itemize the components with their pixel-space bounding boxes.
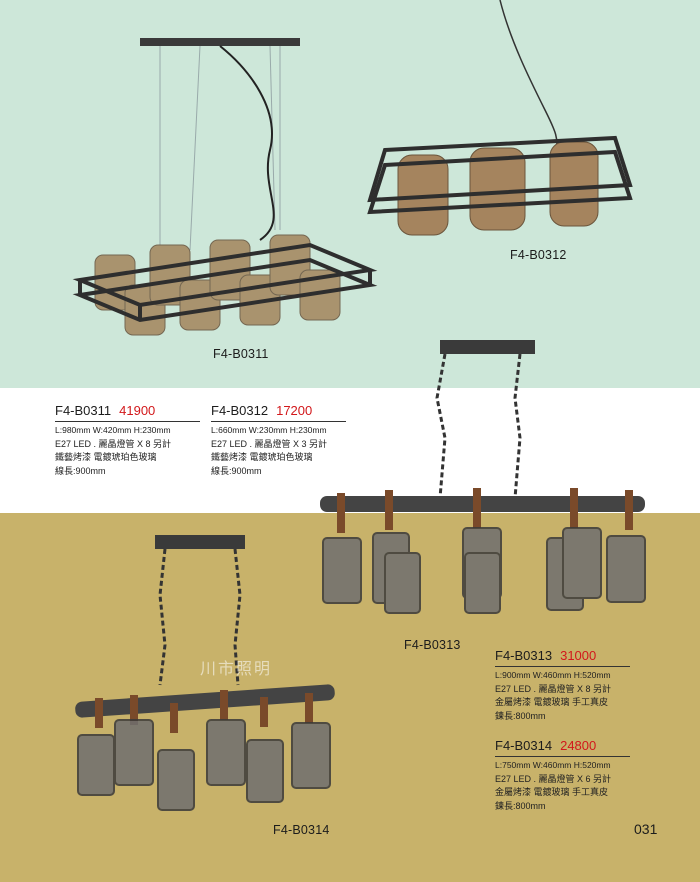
product-spec-line: 線長:900mm: [211, 465, 262, 476]
spec-block-b0314: F4-B0314 24800 L:750mm W:460mm H:520mm E…: [495, 738, 630, 813]
product-spec-line: E27 LED . 麗晶燈管 X 8 另計: [495, 683, 612, 694]
product-price: 17200: [276, 403, 313, 418]
spec-block-b0313: F4-B0313 31000 L:900mm W:460mm H:520mm E…: [495, 648, 630, 723]
image-label-b0313: F4-B0313: [404, 638, 461, 652]
product-spec-line: 鍊長:800mm: [495, 710, 546, 721]
product-price: 24800: [560, 738, 597, 753]
page-number: 031: [634, 821, 658, 837]
image-label-b0311: F4-B0311: [213, 347, 269, 361]
product-spec-line: E27 LED . 麗晶燈管 X 3 另計: [211, 438, 328, 449]
image-label-b0314: F4-B0314: [273, 823, 330, 837]
product-spec-line: 鍊長:800mm: [495, 800, 546, 811]
product-image-b0313: [320, 340, 646, 614]
middle-background-band: [0, 388, 700, 513]
product-code: F4-B0312: [211, 403, 269, 418]
product-dimensions: L:980mm W:420mm H:230mm: [55, 425, 171, 435]
product-spec-line: E27 LED . 麗晶燈管 X 6 另計: [495, 773, 612, 784]
product-spec-line: 金屬烤漆 電鍍玻璃 手工真皮: [495, 787, 609, 797]
product-dimensions: L:660mm W:230mm H:230mm: [211, 425, 327, 435]
product-image-b0311: [72, 38, 378, 336]
product-spec-line: E27 LED . 麗晶燈管 X 8 另計: [55, 438, 172, 449]
product-code: F4-B0311: [55, 403, 112, 418]
product-spec-line: 鐵藝烤漆 電鍍琥珀色玻璃: [211, 452, 313, 462]
product-spec-line: 鐵藝烤漆 電鍍琥珀色玻璃: [55, 452, 157, 462]
product-price: 31000: [560, 648, 597, 663]
spec-block-b0312: F4-B0312 17200 L:660mm W:230mm H:230mm E…: [211, 403, 346, 478]
product-code: F4-B0313: [495, 648, 553, 663]
product-code: F4-B0314: [495, 738, 553, 753]
product-image-b0314: [75, 535, 335, 811]
watermark: 川市照明: [200, 661, 273, 678]
product-spec-line: 線長:900mm: [55, 465, 106, 476]
product-dimensions: L:900mm W:460mm H:520mm: [495, 670, 611, 680]
product-dimensions: L:750mm W:460mm H:520mm: [495, 760, 611, 770]
spec-block-b0311: F4-B0311 41900 L:980mm W:420mm H:230mm E…: [55, 403, 200, 478]
product-image-b0312: [367, 0, 633, 236]
product-price: 41900: [119, 403, 156, 418]
product-spec-line: 金屬烤漆 電鍍玻璃 手工真皮: [495, 697, 609, 707]
image-label-b0312: F4-B0312: [510, 248, 567, 262]
